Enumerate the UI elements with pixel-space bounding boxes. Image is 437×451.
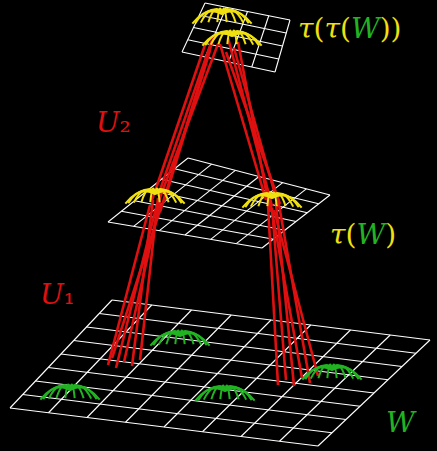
connection-line [152, 45, 205, 200]
spider [195, 386, 254, 401]
math-label: U₂ [94, 108, 133, 139]
connection-line [270, 200, 302, 378]
spider-leg [225, 388, 255, 401]
spider-leg [204, 386, 225, 399]
connection-line [278, 199, 310, 383]
spider-leg [258, 193, 272, 206]
spider-leg [155, 191, 185, 204]
spider [125, 189, 184, 204]
connection-fan [220, 38, 280, 212]
spider-leg [65, 385, 70, 398]
grid-line [236, 189, 306, 244]
math-label: U₁ [38, 280, 77, 311]
spider [242, 193, 301, 208]
spider-leg [227, 31, 232, 44]
spider-leg [318, 365, 332, 378]
grid [10, 300, 430, 446]
spider [202, 31, 261, 46]
connection-line [226, 52, 280, 204]
connection-line [158, 40, 212, 196]
spider [192, 9, 251, 24]
grid-line [108, 222, 262, 248]
spider-leg [211, 386, 225, 399]
spider-leg [232, 33, 262, 46]
spider-leg [70, 387, 100, 400]
spider-leg [208, 9, 222, 22]
spider-leg [141, 189, 155, 202]
spider-leg [220, 386, 225, 399]
spider-leg [251, 193, 272, 206]
spider-leg [134, 189, 155, 202]
math-label: W [384, 408, 417, 439]
spider-leg [217, 9, 222, 22]
math-label: τ(τ(W)) [296, 14, 404, 45]
connection-fan [268, 199, 318, 386]
spider-leg [311, 365, 332, 378]
spider-leg [222, 11, 252, 24]
connection-line [160, 36, 214, 212]
math-label: τ(W) [328, 220, 398, 251]
grid-line [252, 16, 269, 67]
spider-leg [166, 331, 180, 344]
spider-leg [272, 195, 302, 208]
connection-line [112, 204, 162, 358]
spider-leg [201, 9, 222, 22]
spider-leg [159, 331, 180, 344]
grid-line [318, 340, 430, 446]
grid-line [23, 395, 332, 433]
spider-leg [175, 331, 180, 344]
spider-leg [218, 31, 232, 44]
connection-line [274, 210, 318, 376]
grid-line [10, 408, 318, 446]
spider-leg [332, 367, 362, 380]
grid-line [36, 381, 347, 420]
spider-leg [267, 193, 272, 206]
spider-leg [211, 31, 232, 44]
spider-leg [56, 385, 70, 398]
spider-leg [150, 189, 155, 202]
spider [40, 385, 99, 400]
grid-line [275, 20, 290, 72]
spider-leg [49, 385, 70, 398]
spider-leg [327, 365, 332, 378]
connection-fan [152, 36, 218, 212]
spider [302, 365, 361, 380]
spider-leg [180, 333, 210, 346]
spider [150, 331, 209, 346]
